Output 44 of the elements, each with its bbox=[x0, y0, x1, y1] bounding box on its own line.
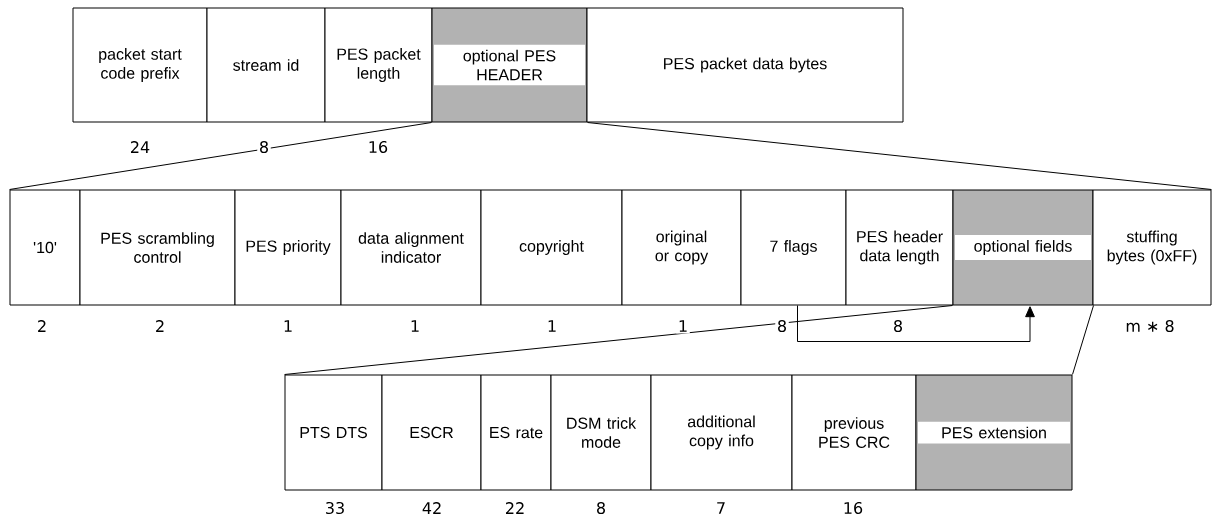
bit-count: 16 bbox=[366, 139, 390, 155]
field-box: 7 flags bbox=[740, 189, 847, 306]
expansion-line bbox=[587, 122, 1212, 190]
bit-count: 24 bbox=[128, 139, 152, 155]
bit-count: 42 bbox=[420, 500, 444, 516]
field-box: '10' bbox=[9, 189, 81, 306]
field-box: PES priority bbox=[234, 189, 342, 306]
arrow bbox=[797, 305, 1035, 342]
field-box: original or copy bbox=[621, 189, 742, 306]
bit-count: 8 bbox=[594, 500, 608, 516]
bit-count: 1 bbox=[676, 318, 690, 334]
field-box: PTS DTS bbox=[284, 374, 383, 491]
bit-count: 8 bbox=[257, 139, 271, 155]
field-box: stream id bbox=[206, 7, 326, 123]
bit-count: 2 bbox=[35, 318, 49, 334]
expansion-line bbox=[1072, 305, 1094, 375]
bit-count: 8 bbox=[775, 318, 789, 334]
highlighted-field-box: optional PES HEADER bbox=[431, 7, 588, 123]
field-box: ESCR bbox=[381, 374, 482, 491]
bit-count: m ∗ 8 bbox=[1123, 318, 1177, 334]
bit-count: 1 bbox=[408, 318, 422, 334]
bit-count: 1 bbox=[545, 318, 559, 334]
expansion-line bbox=[284, 305, 953, 375]
bit-count: 7 bbox=[714, 500, 728, 516]
field-box: ES rate bbox=[480, 374, 552, 491]
bit-count: 1 bbox=[281, 318, 295, 334]
field-box: stuffing bytes (0xFF) bbox=[1092, 189, 1212, 306]
field-box: packet start code prefix bbox=[72, 7, 208, 123]
field-box: copyright bbox=[480, 189, 623, 306]
expansion-line bbox=[9, 122, 432, 190]
bit-count: 8 bbox=[891, 318, 905, 334]
bit-count: 22 bbox=[503, 500, 527, 516]
field-box: previous PES CRC bbox=[791, 374, 917, 491]
bit-count: 2 bbox=[153, 318, 167, 334]
field-box: DSM trick mode bbox=[550, 374, 652, 491]
highlighted-field-box: PES extension bbox=[915, 374, 1073, 491]
field-box: additional copy info bbox=[650, 374, 793, 491]
highlighted-field-box: optional fields bbox=[952, 189, 1094, 306]
field-box: data alignment indicator bbox=[340, 189, 482, 306]
field-box: PES header data length bbox=[845, 189, 954, 306]
field-box: PES packet length bbox=[324, 7, 433, 123]
bit-count: 33 bbox=[323, 500, 347, 516]
field-box: PES packet data bytes bbox=[586, 7, 904, 123]
bit-count: 16 bbox=[841, 500, 865, 516]
